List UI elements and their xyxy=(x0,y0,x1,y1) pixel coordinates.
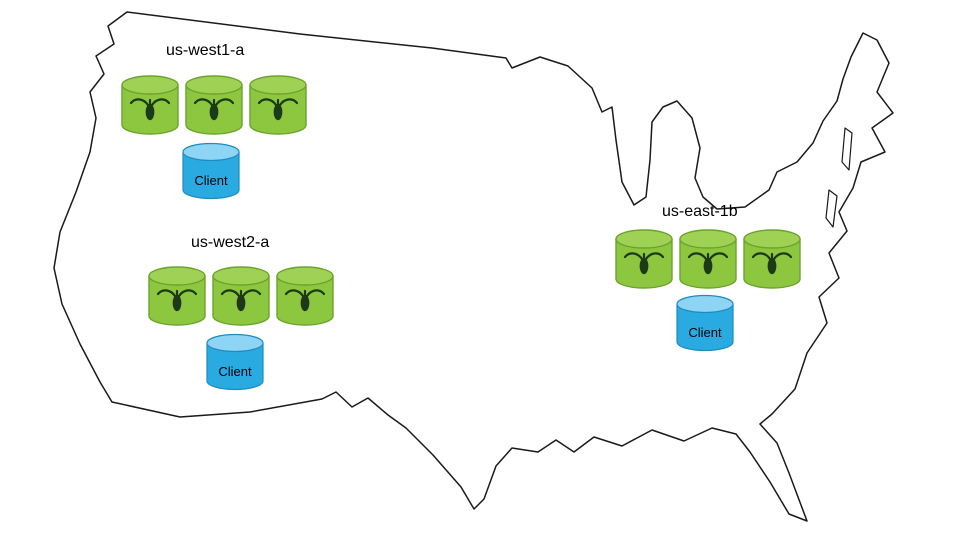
client-database-icon xyxy=(676,294,734,352)
node-group-us-east-1b xyxy=(614,228,802,290)
region-label-us-west1-a: us-west1-a xyxy=(166,42,245,59)
database-node-icon xyxy=(120,74,180,136)
node-group-us-west1-a xyxy=(120,74,308,136)
database-node-icon xyxy=(742,228,802,290)
database-node-icon xyxy=(275,265,335,327)
client-label: Client xyxy=(218,364,252,379)
database-node-icon xyxy=(147,265,207,327)
client-node-us-west1-a: Client xyxy=(181,142,241,202)
database-node-icon xyxy=(678,228,738,290)
client-label: Client xyxy=(194,173,228,188)
client-label: Client xyxy=(688,325,722,340)
region-label-us-west2-a: us-west2-a xyxy=(191,234,270,251)
client-node-us-west2-a: Client xyxy=(205,333,265,393)
database-node-icon xyxy=(184,74,244,136)
client-node-us-east-1b: Client xyxy=(675,294,735,354)
client-database-icon xyxy=(206,333,264,391)
database-node-icon xyxy=(248,74,308,136)
client-database-icon xyxy=(182,142,240,200)
database-node-icon xyxy=(211,265,271,327)
node-group-us-west2-a xyxy=(147,265,335,327)
region-label-us-east-1b: us-east-1b xyxy=(662,203,738,220)
database-node-icon xyxy=(614,228,674,290)
